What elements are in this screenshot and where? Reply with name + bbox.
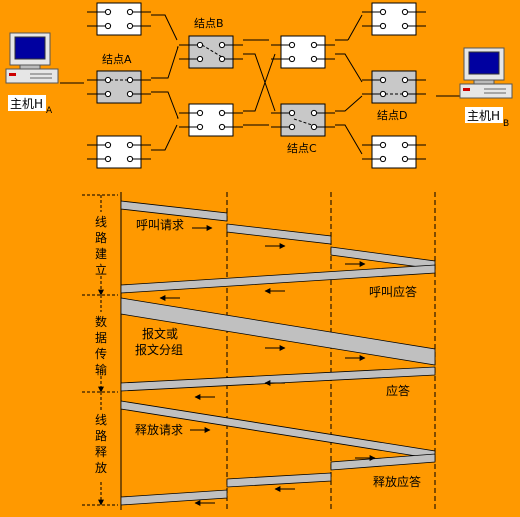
- label-call-request: 呼叫请求: [136, 218, 184, 232]
- timing-diagram: 线 路 建 立 数 据 传 输 线 路 释 放: [82, 192, 436, 510]
- node-d-label: 结点D: [377, 109, 407, 122]
- network-topology: 主机H A 主机H B 结点A 结点B 结点C 结点D: [5, 2, 513, 169]
- release-answer-seg-2: [226, 472, 332, 488]
- label-release-request: 释放请求: [135, 422, 183, 437]
- switch-paths: [110, 44, 403, 126]
- phase-ruler: [82, 194, 118, 506]
- node-b-label: 结点B: [194, 17, 224, 30]
- host-a-label-bg: [8, 95, 46, 111]
- switch-top-right: [361, 2, 427, 36]
- call-answer-band: [120, 264, 436, 294]
- direction-arrows: [159, 225, 376, 506]
- switch-node-a: [86, 70, 152, 104]
- host-b-label-bg: [465, 107, 503, 123]
- host-b-computer-icon: [459, 47, 513, 99]
- node-a-label: 结点A: [102, 53, 132, 66]
- call-request-seg-1: [120, 200, 228, 222]
- label-message-line1: 报文或: [142, 326, 178, 341]
- ack-band: [120, 366, 436, 392]
- phase-label-transfer: 数 据 传 输: [95, 314, 111, 377]
- network-links: [60, 14, 460, 155]
- label-release-answer: 释放应答: [373, 474, 421, 489]
- label-message-line2: 报文分组: [135, 342, 183, 357]
- node-c-label: 结点C: [287, 142, 317, 155]
- switch-bottom-left: [86, 135, 152, 169]
- switch-node-c: [270, 103, 336, 137]
- switch-node-b: [178, 35, 244, 69]
- host-b-subscript: B: [503, 119, 509, 129]
- switch-mid-lower: [178, 103, 244, 137]
- call-request-seg-2: [226, 223, 332, 245]
- phase-label-setup: 线 路 建 立: [95, 215, 111, 277]
- switch-node-d: [361, 70, 427, 104]
- host-a-computer-icon: [5, 32, 59, 84]
- switch-bottom-right: [361, 135, 427, 169]
- signal-bands: [120, 200, 436, 506]
- label-call-answer: 呼叫应答: [369, 284, 417, 299]
- switch-mid-upper: [270, 35, 336, 69]
- host-a-subscript: A: [46, 106, 53, 116]
- phase-label-release: 线 路 释 放: [95, 413, 111, 475]
- data-band: [120, 297, 436, 366]
- host-b-label: 主机H: [467, 109, 500, 123]
- label-ack: 应答: [386, 383, 410, 398]
- release-answer-seg-1: [330, 453, 436, 471]
- switch-top-left: [86, 2, 152, 36]
- release-answer-seg-3: [120, 489, 228, 506]
- host-a-label: 主机H: [10, 97, 43, 111]
